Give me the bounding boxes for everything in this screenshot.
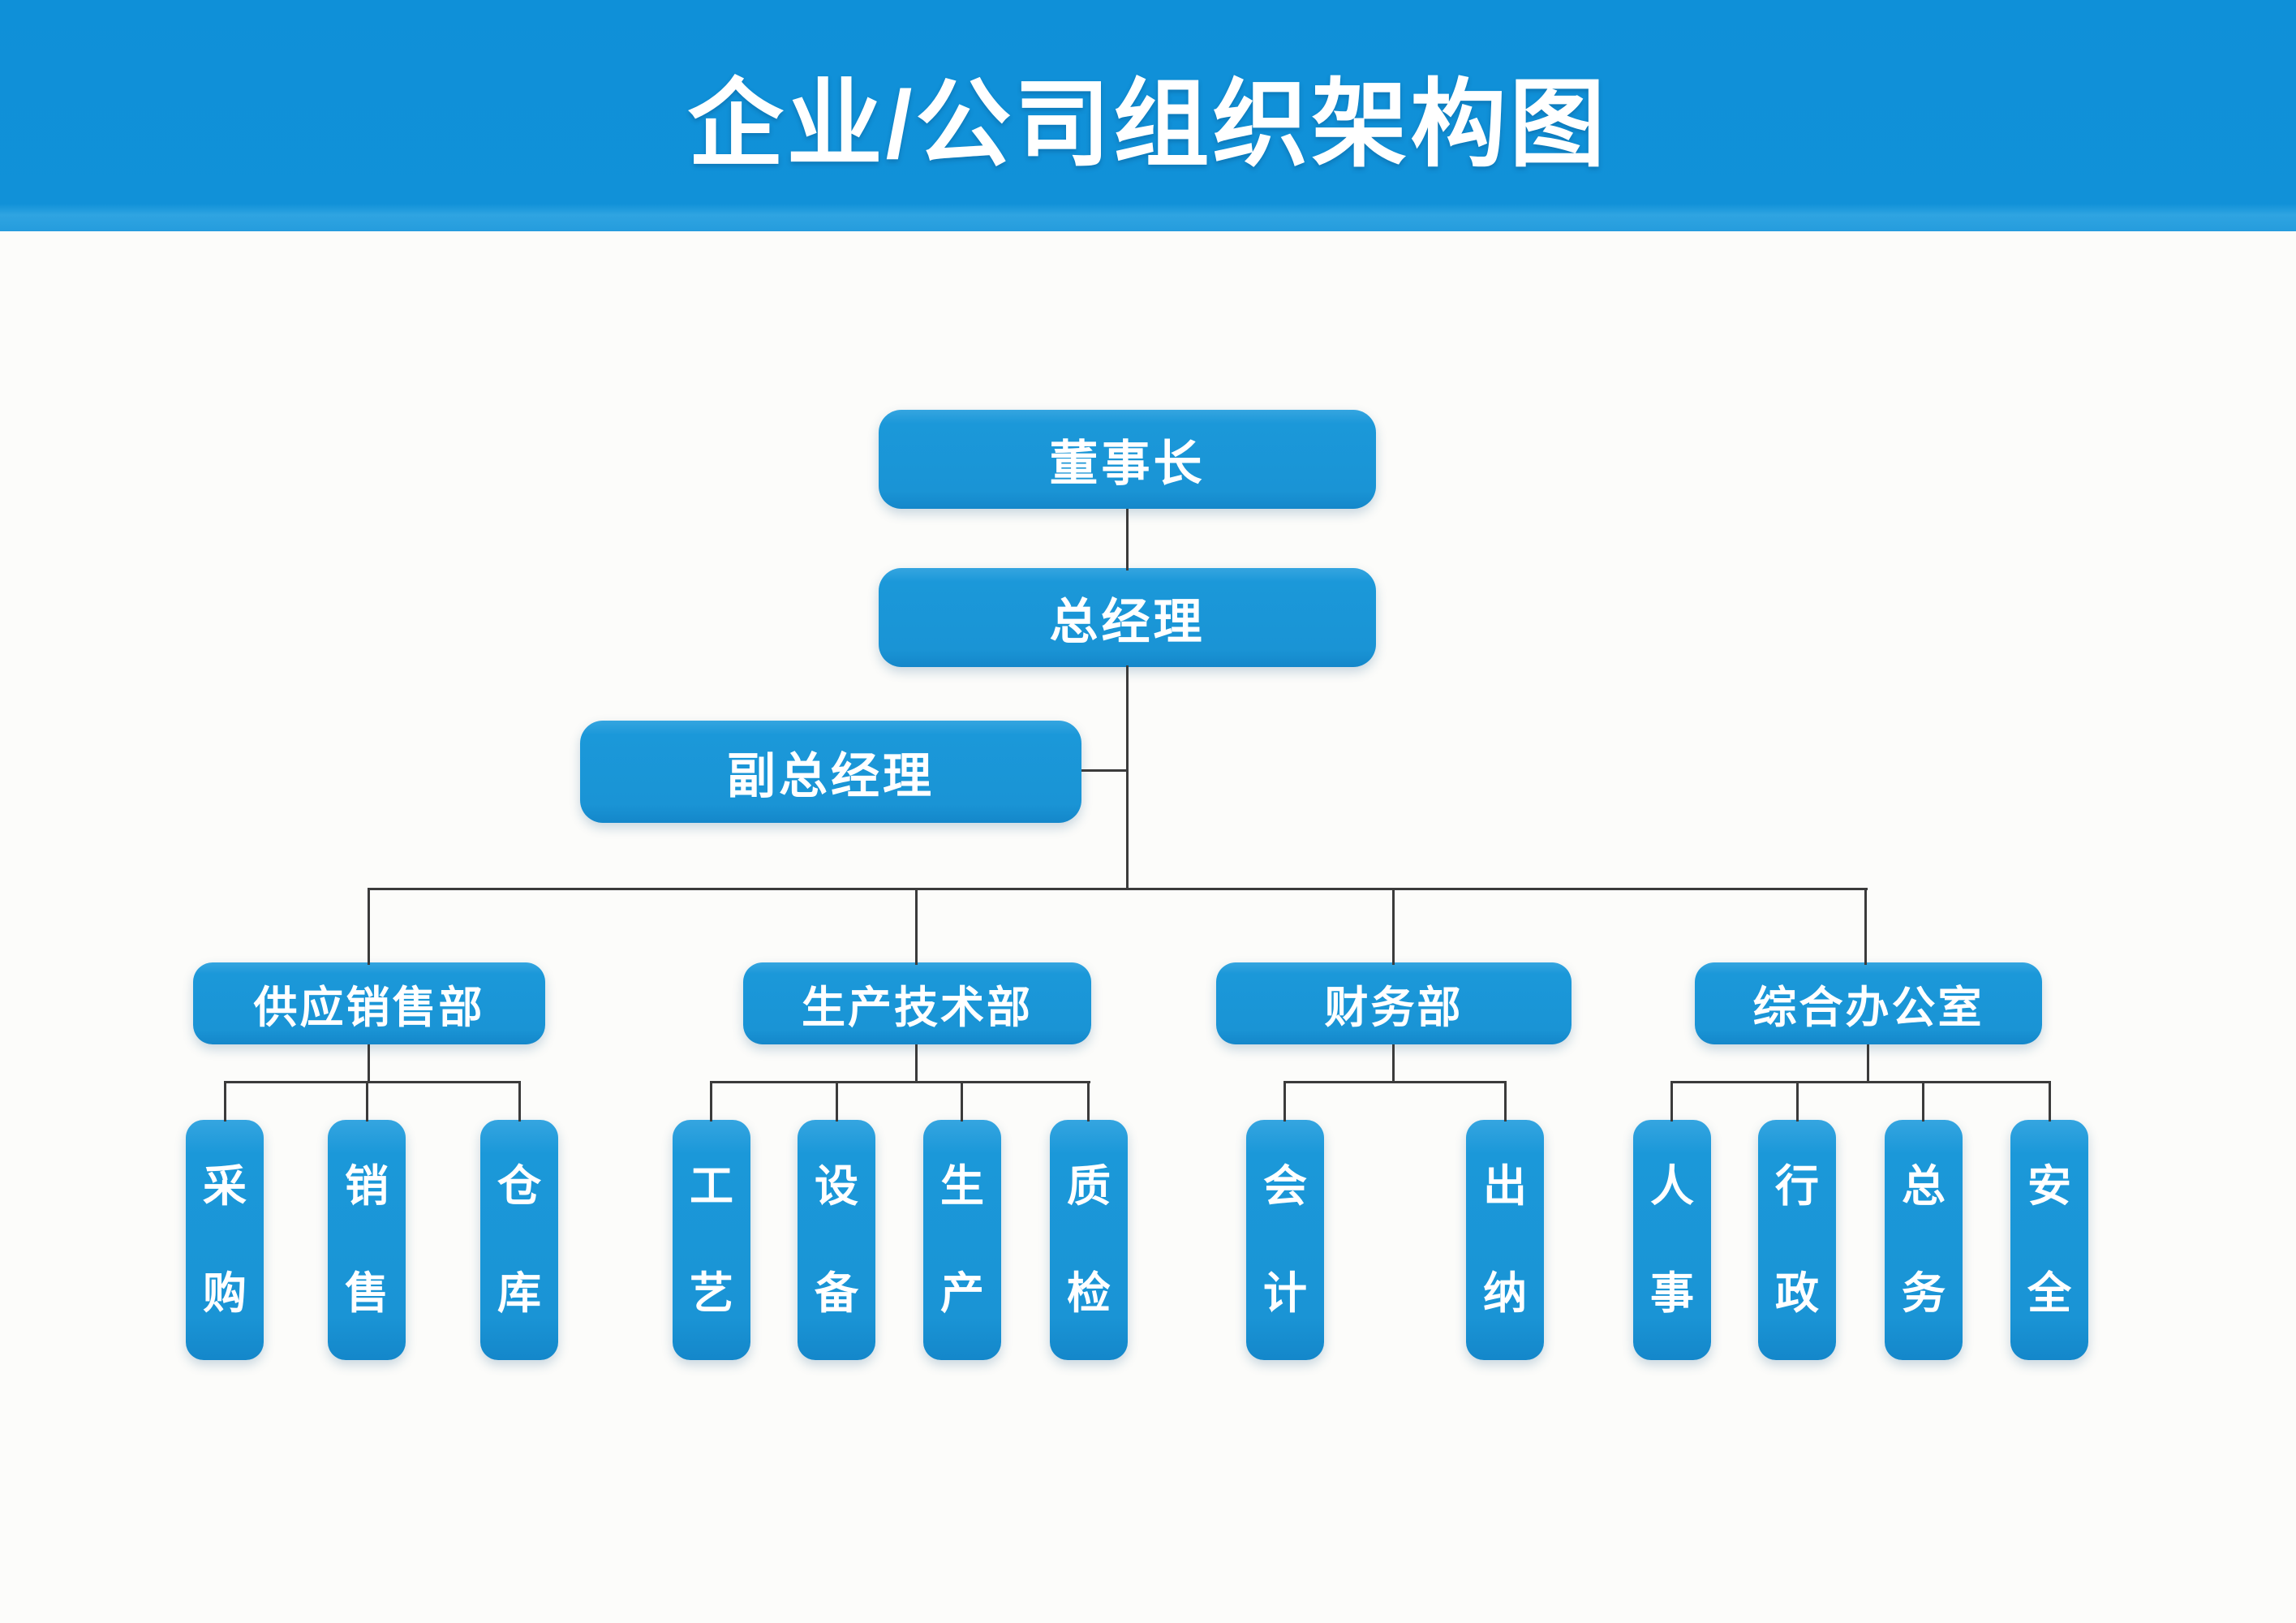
connector-chairman-gm bbox=[1126, 509, 1129, 570]
node-hr: 人事 bbox=[1633, 1120, 1711, 1360]
node-cashier: 出纳 bbox=[1466, 1120, 1544, 1360]
connector-drop-general-office bbox=[1864, 888, 1867, 965]
connector-supply-sales-down bbox=[368, 1044, 370, 1083]
connector-leaf-admin bbox=[1796, 1081, 1799, 1121]
node-general-manager: 总经理 bbox=[879, 568, 1376, 667]
connector-leaf-cashier bbox=[1504, 1081, 1507, 1121]
connector-leaf-quality-inspection bbox=[1087, 1081, 1090, 1121]
connector-leaf-procurement bbox=[224, 1081, 226, 1121]
connector-leaf-equipment bbox=[836, 1081, 838, 1121]
connector-general-office-down bbox=[1867, 1044, 1869, 1083]
node-accounting: 会计 bbox=[1246, 1120, 1324, 1360]
node-equipment: 设备 bbox=[798, 1120, 875, 1360]
connector-leaf-production bbox=[961, 1081, 963, 1121]
connector-deputy-stub bbox=[1081, 769, 1129, 772]
connector-leaf-hr bbox=[1670, 1081, 1673, 1121]
connector-main-horizontal bbox=[368, 888, 1868, 890]
page-title: 企业/公司组织架构图 bbox=[687, 71, 1609, 179]
node-safety: 安全 bbox=[2010, 1120, 2088, 1360]
connector-subline-supply-sales bbox=[224, 1081, 521, 1083]
connector-gm-trunk bbox=[1126, 665, 1129, 890]
connector-subline-finance bbox=[1283, 1081, 1507, 1083]
connector-drop-finance bbox=[1392, 888, 1395, 965]
node-warehouse: 仓库 bbox=[480, 1120, 558, 1360]
node-quality-inspection: 质检 bbox=[1050, 1120, 1128, 1360]
connector-production-tech-down bbox=[915, 1044, 918, 1083]
node-dept-supply-sales: 供应销售部 bbox=[193, 962, 545, 1044]
header-banner: 企业/公司组织架构图 bbox=[0, 0, 2296, 231]
connector-subline-production-tech bbox=[710, 1081, 1090, 1083]
node-general-affairs: 总务 bbox=[1885, 1120, 1963, 1360]
node-dept-general-office: 综合办公室 bbox=[1695, 962, 2042, 1044]
connector-leaf-accounting bbox=[1283, 1081, 1286, 1121]
node-chairman: 董事长 bbox=[879, 410, 1376, 509]
connector-leaf-process bbox=[710, 1081, 712, 1121]
connector-leaf-general-affairs bbox=[1922, 1081, 1924, 1121]
connector-subline-general-office bbox=[1670, 1081, 2051, 1083]
connector-drop-supply-sales bbox=[368, 888, 370, 965]
connector-finance-down bbox=[1392, 1044, 1395, 1083]
connector-leaf-safety bbox=[2049, 1081, 2051, 1121]
node-dept-finance: 财务部 bbox=[1216, 962, 1572, 1044]
connector-leaf-warehouse bbox=[518, 1081, 521, 1121]
node-production: 生产 bbox=[923, 1120, 1001, 1360]
connector-leaf-sales bbox=[366, 1081, 368, 1121]
node-procurement: 采购 bbox=[186, 1120, 264, 1360]
connector-drop-production-tech bbox=[915, 888, 918, 965]
node-deputy-general-manager: 副总经理 bbox=[580, 721, 1081, 823]
node-sales: 销售 bbox=[328, 1120, 406, 1360]
node-process: 工艺 bbox=[673, 1120, 750, 1360]
node-dept-production-tech: 生产技术部 bbox=[743, 962, 1091, 1044]
node-admin: 行政 bbox=[1758, 1120, 1836, 1360]
